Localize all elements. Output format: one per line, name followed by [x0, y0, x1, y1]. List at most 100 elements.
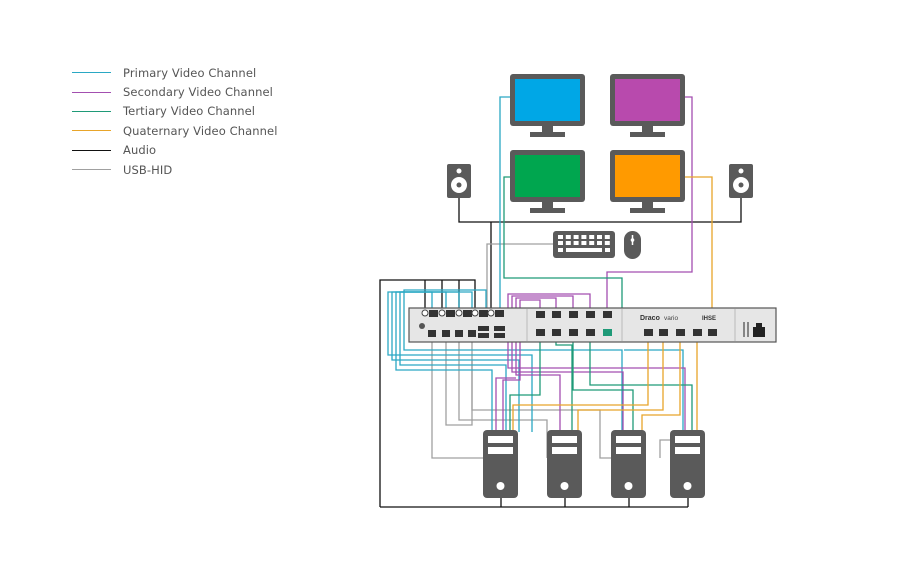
monitor-neck	[542, 202, 553, 208]
monitor-neck	[542, 126, 553, 132]
video-port	[463, 310, 472, 317]
video-port	[536, 311, 545, 318]
speaker-left-icon	[447, 164, 471, 198]
monitor-neck	[642, 202, 653, 208]
video-port	[603, 329, 612, 336]
legend-swatch	[72, 130, 111, 132]
monitor-screen	[515, 79, 580, 121]
draco-vario-kvm-device: Draco vario IHSE	[408, 307, 777, 343]
video-port	[693, 329, 702, 336]
wire-usb	[431, 336, 485, 459]
video-port	[644, 329, 653, 336]
legend-swatch	[72, 91, 111, 93]
monitor-screen	[615, 79, 680, 121]
wire-quaternary	[512, 338, 649, 432]
wire-usb	[486, 243, 555, 310]
usb-a-port	[478, 326, 489, 331]
usb-b-port	[455, 330, 463, 337]
wire-quaternary	[641, 338, 681, 432]
mouse-icon	[624, 231, 641, 259]
wire-quaternary	[684, 176, 713, 310]
computer-tower-icon	[670, 430, 705, 498]
monitor-stand	[630, 208, 665, 213]
video-port	[446, 310, 455, 317]
legend-item-usb: USB-HID	[72, 160, 278, 179]
devices: Draco vario IHSE	[408, 74, 777, 498]
wire-primary	[403, 289, 623, 432]
video-port	[676, 329, 685, 336]
wire-primary	[624, 349, 684, 432]
video-port	[536, 329, 545, 336]
wire-secondary	[495, 377, 516, 432]
legend-label: Audio	[123, 143, 157, 158]
computer-tower-icon	[483, 430, 518, 498]
legend-item-tertiary: Tertiary Video Channel	[72, 102, 278, 121]
monitor-primary	[510, 74, 585, 137]
wire-primary	[499, 96, 510, 310]
wire-tertiary	[572, 338, 634, 432]
wire-secondary	[606, 96, 693, 310]
monitor-screen	[615, 155, 680, 197]
legend-swatch	[72, 110, 111, 112]
legend-swatch	[72, 149, 111, 151]
monitor-neck	[642, 126, 653, 132]
wire-quaternary	[577, 338, 664, 432]
audio-jack	[487, 309, 495, 317]
wire-tertiary	[589, 338, 693, 432]
audio-jack	[421, 309, 429, 317]
network-port-icon	[743, 322, 765, 337]
computer-tower-icon	[547, 430, 582, 498]
video-port	[569, 311, 578, 318]
legend-label: Tertiary Video Channel	[123, 104, 256, 119]
wire-primary	[395, 291, 493, 432]
legend-item-audio: Audio	[72, 141, 278, 160]
device-model-label: vario	[664, 315, 678, 322]
legend-label: Quaternary Video Channel	[123, 123, 278, 138]
legend-label: Secondary Video Channel	[123, 85, 273, 100]
legend-swatch	[72, 169, 111, 171]
monitor-screen	[515, 155, 580, 197]
video-port	[552, 329, 561, 336]
video-port	[569, 329, 578, 336]
monitor-stand	[630, 132, 665, 137]
device-manufacturer-label: IHSE	[702, 316, 716, 322]
legend-label: Primary Video Channel	[123, 65, 257, 80]
video-port	[603, 311, 612, 318]
legend-item-secondary: Secondary Video Channel	[72, 82, 278, 101]
video-port	[586, 329, 595, 336]
usb-b-port	[428, 330, 436, 337]
device-brand-label: Draco	[640, 315, 660, 322]
usb-a-port	[478, 333, 489, 338]
monitor-stand	[530, 132, 565, 137]
wire-usb	[659, 439, 672, 458]
wire-tertiary	[509, 338, 541, 432]
video-port	[495, 310, 504, 317]
speaker-right-icon	[729, 164, 753, 198]
monitor-quaternary	[610, 150, 685, 213]
keyboard-icon	[553, 231, 615, 258]
legend: Primary Video Channel Secondary Video Ch…	[72, 63, 278, 179]
legend-item-quaternary: Quaternary Video Channel	[72, 121, 278, 140]
wires	[379, 96, 742, 508]
audio-jack	[438, 309, 446, 317]
power-connector	[419, 323, 425, 329]
video-port	[479, 310, 488, 317]
legend-swatch	[72, 72, 111, 74]
monitor-tertiary	[510, 150, 585, 213]
wire-primary	[399, 291, 507, 432]
usb-a-port	[494, 333, 505, 338]
audio-jack	[471, 309, 479, 317]
wire-audio	[458, 198, 742, 223]
video-port	[708, 329, 717, 336]
audio-jack	[455, 309, 463, 317]
legend-label: USB-HID	[123, 162, 173, 177]
monitor-secondary	[610, 74, 685, 137]
video-port	[586, 311, 595, 318]
computer-tower-icon	[611, 430, 646, 498]
usb-b-port	[468, 330, 476, 337]
usb-b-port	[442, 330, 450, 337]
video-port	[659, 329, 668, 336]
wire-audio	[379, 279, 476, 507]
usb-a-port	[494, 326, 505, 331]
